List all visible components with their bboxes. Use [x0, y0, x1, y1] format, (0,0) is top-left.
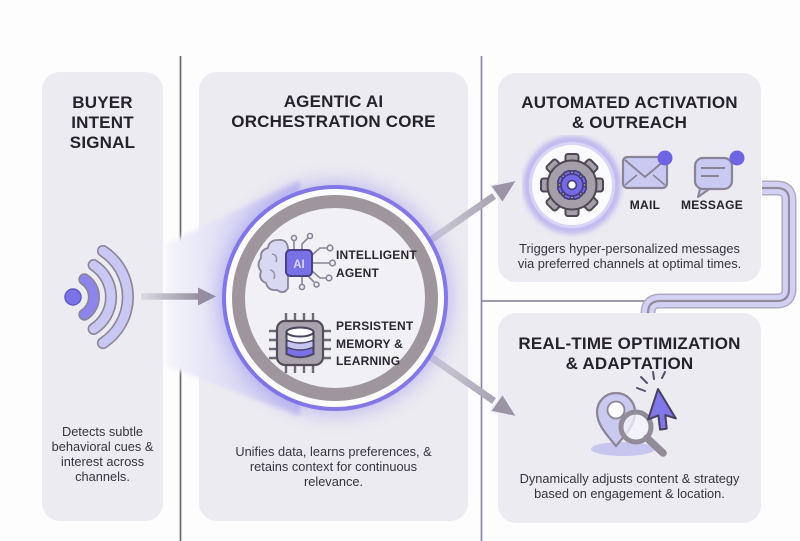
buyer-to-core-arrow: [141, 287, 216, 306]
body-line: interest across: [60, 454, 145, 469]
label-line: MEMORY &: [336, 336, 403, 351]
gear-icon: [523, 136, 621, 234]
buyer-panel-body: Detects subtle behavioral cues & interes…: [42, 424, 163, 484]
location-search-cursor-icon: [591, 371, 677, 457]
mail-label: MAIL: [629, 198, 661, 212]
persistent-memory-label: PERSISTENT MEMORY & LEARNING: [336, 318, 413, 371]
buyer-panel-title: BUYER INTENT SIGNAL: [42, 93, 163, 153]
ai-chip-label: AI: [293, 259, 305, 271]
title-line: BUYER: [72, 93, 133, 112]
label-line: LEARNING: [336, 354, 401, 368]
body-line: based on engagement & location.: [534, 486, 725, 501]
title-line: REAL-TIME OPTIMIZATION: [518, 334, 741, 353]
core-panel-title: AGENTIC AI ORCHESTRATION CORE: [199, 92, 468, 132]
title-line: INTENT: [71, 113, 134, 132]
body-line: retains context for continuous: [249, 459, 418, 474]
body-line: Dynamically adjusts content & strategy: [519, 471, 740, 486]
intelligent-agent-label: INTELLIGENT AGENT: [336, 247, 417, 282]
memory-chip-database-icon: [269, 313, 331, 373]
core-to-activation-arrow: [423, 178, 519, 247]
mail-icon: [621, 150, 673, 190]
message-icon: [693, 150, 745, 198]
core-panel-body: Unifies data, learns preferences, & reta…: [199, 444, 468, 489]
activation-to-optimization-pipe: [640, 180, 797, 314]
body-line: relevance.: [303, 474, 364, 489]
label-line: INTELLIGENT: [336, 248, 417, 262]
body-line: behavioral cues &: [51, 439, 154, 454]
body-line: Triggers hyper-personalized messages: [519, 241, 740, 256]
optimization-panel-body: Dynamically adjusts content & strategy b…: [498, 471, 761, 501]
core-to-optimization-arrow: [423, 350, 519, 419]
optimization-panel-title: REAL-TIME OPTIMIZATION & ADAPTATION: [498, 334, 761, 374]
activation-panel-body: Triggers hyper-personalized messages via…: [498, 241, 761, 271]
body-line: channels.: [75, 469, 130, 484]
title-line: AUTOMATED ACTIVATION: [521, 93, 738, 112]
signal-waves-icon: [64, 244, 134, 350]
label-line: AGENT: [336, 265, 379, 280]
body-line: Detects subtle: [61, 424, 144, 439]
message-label: MESSAGE: [680, 198, 744, 212]
title-line: & OUTREACH: [571, 113, 688, 132]
title-line: ORCHESTRATION CORE: [231, 112, 436, 131]
body-line: via preferred channels at optimal times.: [517, 256, 742, 271]
label-line: PERSISTENT: [336, 319, 414, 333]
title-line: SIGNAL: [69, 133, 136, 152]
ai-brain-icon: AI: [257, 232, 337, 293]
title-line: AGENTIC AI: [283, 92, 384, 111]
title-line: & ADAPTATION: [565, 354, 694, 373]
body-line: Unifies data, learns preferences, &: [235, 444, 432, 459]
activation-panel-title: AUTOMATED ACTIVATION & OUTREACH: [498, 93, 761, 133]
